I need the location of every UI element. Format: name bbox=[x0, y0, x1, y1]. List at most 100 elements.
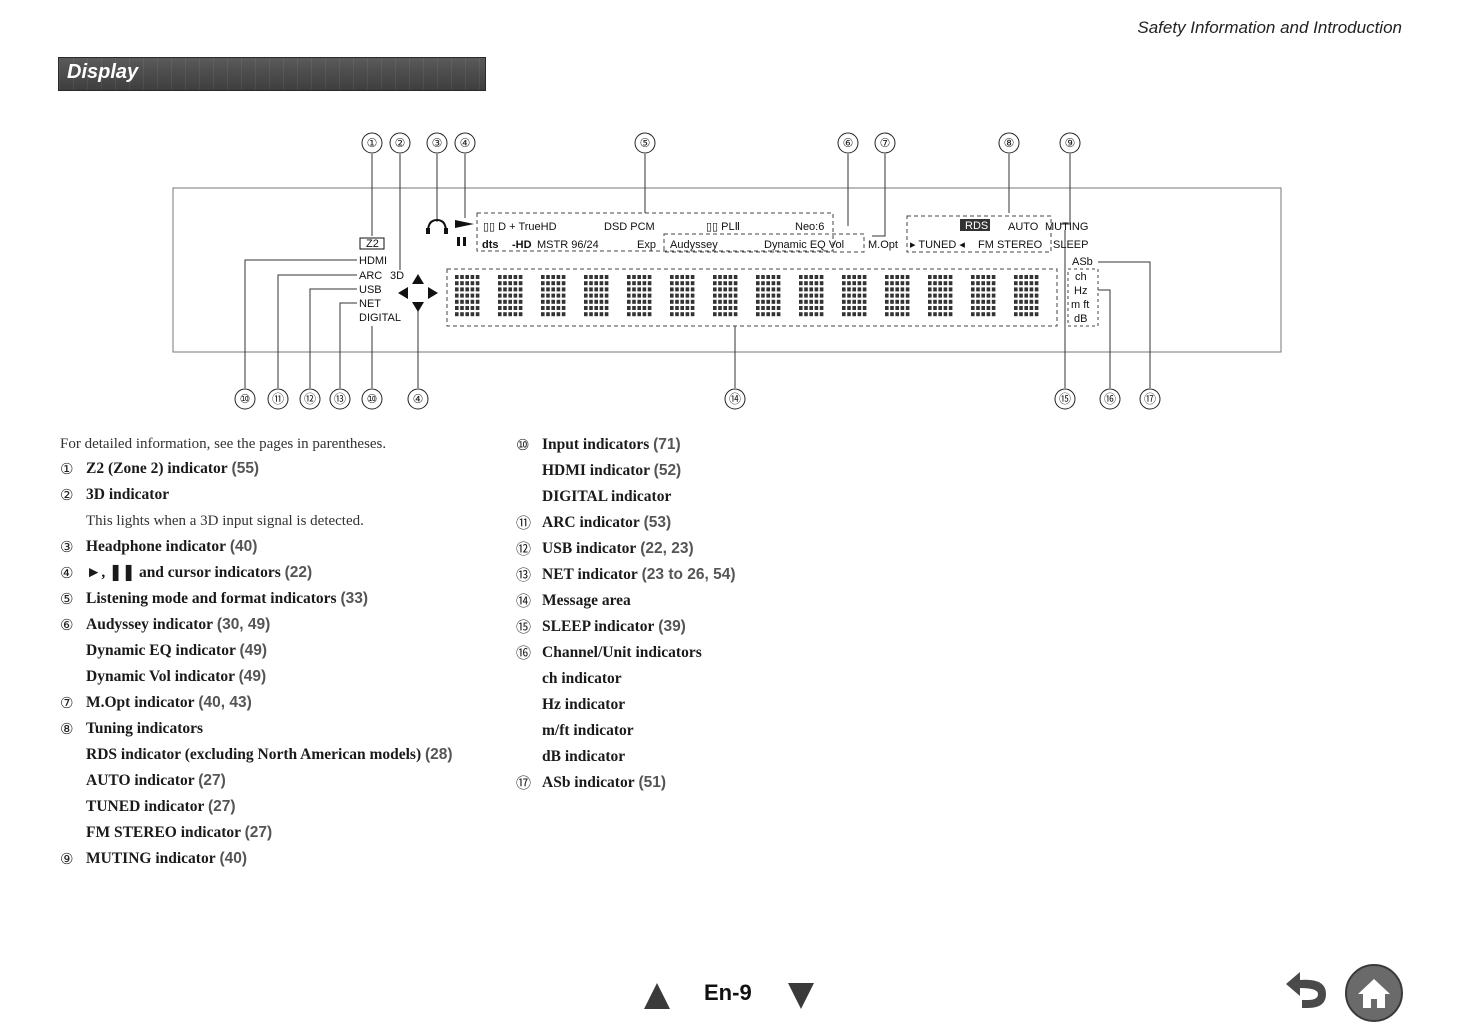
ch-indicator: ch bbox=[1075, 271, 1087, 283]
list-item: ⑥ Audyssey indicator (30, 49) bbox=[60, 616, 271, 634]
dts-hd-indicator: -HD bbox=[512, 239, 532, 251]
list-item: ⑧ Tuning indicators bbox=[60, 720, 204, 738]
list-item: ⑯ Channel/Unit indicators bbox=[516, 644, 702, 662]
list-item: ⑪ ARC indicator (53) bbox=[516, 514, 672, 532]
back-arrow-icon[interactable] bbox=[1278, 968, 1334, 1012]
callout-14: ⑭ bbox=[729, 392, 741, 406]
muting-indicator: MUTING bbox=[1045, 221, 1088, 233]
cursor-icon bbox=[398, 274, 438, 312]
front-display-diagram: ① ② ③ ④ ⑤ ⑥ ⑦ ⑧ ⑨ bbox=[172, 132, 1282, 410]
item-description: This lights when a 3D input signal is de… bbox=[86, 513, 364, 529]
dot-matrix-cell bbox=[756, 275, 781, 317]
top-callouts: ① ② ③ ④ ⑤ ⑥ ⑦ ⑧ ⑨ bbox=[367, 136, 1076, 150]
bottom-callouts: ⑩ ⑪ ⑫ ⑬ ⑩ ④ ⑭ ⑮ ⑯ ⑰ bbox=[240, 392, 1156, 406]
callout-6: ⑥ bbox=[843, 136, 854, 150]
lcd-indicators: Z2 HDMI ARC 3D USB NET DIGITAL ▯▯ D + Tr… bbox=[359, 212, 1099, 327]
tuned-indicator: ▸ TUNED ◂ bbox=[910, 239, 965, 251]
dot-matrix-cell bbox=[928, 275, 953, 317]
callout-10b: ⑩ bbox=[367, 392, 378, 406]
callout-5: ⑤ bbox=[640, 136, 651, 150]
db-indicator: dB bbox=[1074, 313, 1087, 325]
list-item: ⑭ Message area bbox=[516, 592, 631, 610]
rds-indicator bbox=[960, 219, 990, 231]
list-item: ⑤ Listening mode and format indicators (… bbox=[60, 590, 369, 608]
fm-stereo-indicator: FM STEREO bbox=[978, 239, 1043, 251]
sub-item: ch indicator bbox=[542, 670, 622, 687]
dot-matrix-cell bbox=[713, 275, 738, 317]
callout-8: ⑧ bbox=[1004, 136, 1015, 150]
indicator-list-right: ⑩ Input indicators (71) HDMI indicator (… bbox=[516, 432, 956, 796]
play-icon bbox=[455, 220, 474, 228]
list-item: ⑨ MUTING indicator (40) bbox=[60, 850, 248, 868]
dts-indicator: dts bbox=[482, 239, 499, 251]
dolby-truehd-indicator: ▯▯ D + TrueHD bbox=[483, 221, 557, 233]
hz-indicator: Hz bbox=[1074, 285, 1087, 297]
sub-item: m/ft indicator bbox=[542, 722, 634, 739]
home-icon[interactable] bbox=[1344, 963, 1404, 1023]
dsd-pcm-indicator: DSD PCM bbox=[604, 221, 655, 233]
sub-item: FM STEREO indicator (27) bbox=[86, 824, 273, 841]
net-indicator: NET bbox=[359, 298, 381, 310]
digital-indicator: DIGITAL bbox=[359, 312, 401, 324]
section-title: Display bbox=[67, 61, 139, 83]
3d-indicator: 3D bbox=[390, 270, 404, 282]
running-header: Safety Information and Introduction bbox=[1137, 18, 1402, 37]
triangle-up-icon[interactable] bbox=[644, 983, 670, 1009]
callout-7: ⑦ bbox=[880, 136, 891, 150]
asb-indicator: ASb bbox=[1072, 256, 1093, 268]
sub-item: DIGITAL indicator bbox=[542, 488, 672, 505]
dot-matrix-cell bbox=[670, 275, 695, 317]
list-item: ⑮ SLEEP indicator (39) bbox=[516, 618, 686, 636]
audyssey-indicator: Audyssey bbox=[670, 239, 718, 251]
headphone-icon bbox=[427, 218, 447, 233]
list-item: ⑫ USB indicator (22, 23) bbox=[516, 540, 694, 558]
callout-13: ⑬ bbox=[334, 392, 346, 406]
page-number: En-9 bbox=[704, 980, 752, 1005]
callout-9: ⑨ bbox=[1065, 136, 1076, 150]
sub-item: Dynamic Vol indicator (49) bbox=[86, 668, 267, 685]
section-title-bar: Display bbox=[58, 57, 486, 91]
auto-indicator: AUTO bbox=[1008, 221, 1039, 233]
callout-16: ⑯ bbox=[1104, 392, 1116, 406]
intro-text: For detailed information, see the pages … bbox=[60, 436, 387, 452]
callout-4b: ④ bbox=[413, 392, 424, 406]
callout-2: ② bbox=[395, 136, 406, 150]
dot-matrix-cell bbox=[541, 275, 566, 317]
callout-circles-bottom bbox=[234, 388, 1161, 410]
usb-indicator: USB bbox=[359, 284, 382, 296]
list-item: ⑬ NET indicator (23 to 26, 54) bbox=[516, 566, 736, 584]
exp-indicator: Exp bbox=[637, 239, 656, 251]
indicator-list-left: For detailed information, see the pages … bbox=[60, 432, 500, 872]
message-area bbox=[446, 268, 1058, 327]
dot-matrix-cell bbox=[584, 275, 609, 317]
display-panel bbox=[172, 187, 1282, 353]
sleep-indicator: SLEEP bbox=[1053, 239, 1088, 251]
dot-matrix-cell bbox=[971, 275, 996, 317]
hdmi-indicator: HDMI bbox=[359, 255, 387, 267]
sub-item: Hz indicator bbox=[542, 696, 626, 713]
dot-matrix-cell bbox=[455, 275, 480, 317]
list-item: ① Z2 (Zone 2) indicator (55) bbox=[60, 460, 260, 478]
list-item: ⑦ M.Opt indicator (40, 43) bbox=[60, 694, 252, 712]
dot-matrix-cell bbox=[885, 275, 910, 317]
sub-item: AUTO indicator (27) bbox=[86, 772, 226, 789]
sub-item: TUNED indicator (27) bbox=[86, 798, 236, 815]
callout-15: ⑮ bbox=[1059, 392, 1071, 406]
dynamic-eq-vol-indicator: Dynamic EQ Vol bbox=[764, 239, 844, 251]
sub-item: Dynamic EQ indicator (49) bbox=[86, 642, 268, 659]
arc-indicator: ARC bbox=[359, 270, 382, 282]
pause-icon bbox=[457, 237, 460, 246]
list-item: ⑩ Input indicators (71) bbox=[516, 436, 681, 454]
mstr-indicator: MSTR 96/24 bbox=[537, 239, 599, 251]
neo6-indicator: Neo:6 bbox=[795, 221, 824, 233]
triangle-down-icon[interactable] bbox=[788, 983, 814, 1009]
sub-item: dB indicator bbox=[542, 748, 626, 765]
callout-circles-top bbox=[361, 132, 1081, 154]
callout-10a: ⑩ bbox=[240, 392, 251, 406]
sub-item: HDMI indicator (52) bbox=[542, 462, 682, 479]
callout-3: ③ bbox=[432, 136, 443, 150]
z2-indicator: Z2 bbox=[366, 238, 379, 250]
callout-11: ⑪ bbox=[272, 392, 284, 406]
dot-matrix-cell bbox=[498, 275, 523, 317]
mft-indicator: m ft bbox=[1071, 299, 1089, 311]
